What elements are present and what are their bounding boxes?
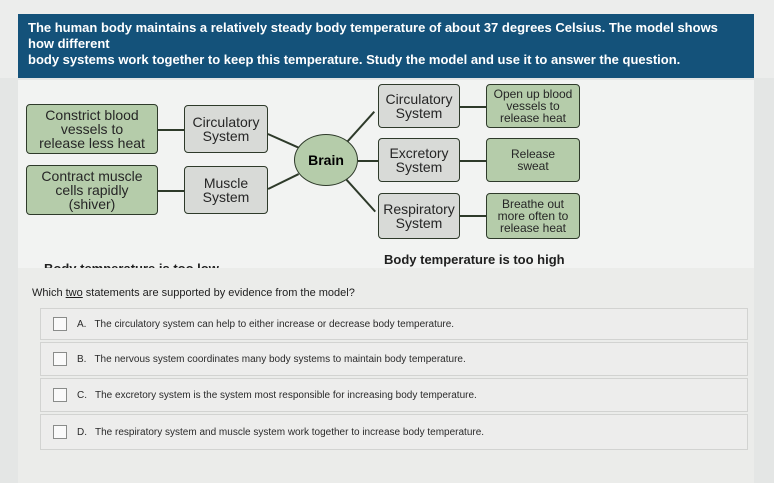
answer-option-a[interactable]: A. The circulatory system can help to ei… bbox=[40, 308, 748, 340]
system-circulatory-high: Circulatory System bbox=[378, 84, 460, 128]
checkbox-option-a[interactable] bbox=[53, 317, 67, 331]
intro-banner: The human body maintains a relatively st… bbox=[18, 14, 754, 78]
system-muscle: Muscle System bbox=[184, 166, 268, 214]
question-suffix: statements are supported by evidence fro… bbox=[82, 287, 355, 299]
system-respiratory: Respiratory System bbox=[378, 193, 460, 239]
answer-option-d[interactable]: D. The respiratory system and muscle sys… bbox=[40, 414, 748, 450]
checkbox-option-b[interactable] bbox=[53, 352, 67, 366]
action-release-sweat: Release sweat bbox=[486, 138, 580, 182]
intro-line-2: body systems work together to keep this … bbox=[28, 52, 681, 67]
connector-line bbox=[460, 106, 486, 108]
connector-line bbox=[460, 160, 486, 162]
option-text: The respiratory system and muscle system… bbox=[95, 426, 485, 438]
option-letter: B. bbox=[77, 353, 87, 365]
question-prefix: Which bbox=[32, 287, 66, 299]
answer-option-b[interactable]: B. The nervous system coordinates many b… bbox=[40, 342, 748, 376]
question-prompt: Which two statements are supported by ev… bbox=[32, 287, 355, 299]
header-area: The human body maintains a relatively st… bbox=[0, 0, 774, 78]
option-letter: A. bbox=[77, 318, 87, 330]
question-underlined-word: two bbox=[65, 287, 83, 299]
checkbox-option-d[interactable] bbox=[53, 425, 67, 439]
option-letter: D. bbox=[77, 426, 87, 438]
connector-line bbox=[358, 160, 378, 162]
action-open-blood-vessels: Open up blood vessels to release heat bbox=[486, 84, 580, 128]
answer-option-c[interactable]: C. The excretory system is the system mo… bbox=[40, 378, 748, 412]
intro-line-1: The human body maintains a relatively st… bbox=[28, 20, 718, 51]
option-letter: C. bbox=[77, 389, 87, 401]
label-too-high: Body temperature is too high bbox=[384, 252, 565, 267]
connector-line bbox=[158, 129, 184, 131]
option-text: The nervous system coordinates many body… bbox=[94, 353, 466, 365]
action-constrict-blood-vessels: Constrict blood vessels to release less … bbox=[26, 104, 158, 154]
system-circulatory-low: Circulatory System bbox=[184, 105, 268, 153]
option-text: The circulatory system can help to eithe… bbox=[94, 318, 455, 330]
action-shiver: Contract muscle cells rapidly (shiver) bbox=[26, 165, 158, 215]
system-excretory: Excretory System bbox=[378, 138, 460, 182]
connector-line bbox=[460, 215, 486, 217]
option-text: The excretory system is the system most … bbox=[95, 389, 477, 401]
brain-node: Brain bbox=[294, 134, 358, 186]
connector-line bbox=[158, 190, 184, 192]
action-breathe-out: Breathe out more often to release heat bbox=[486, 193, 580, 239]
checkbox-option-c[interactable] bbox=[53, 388, 67, 402]
